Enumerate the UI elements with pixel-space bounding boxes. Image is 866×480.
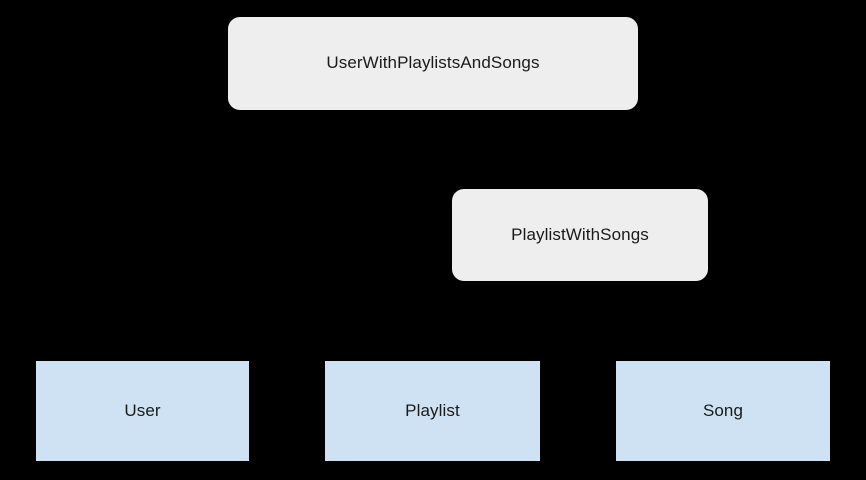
node-song[interactable]: Song	[616, 361, 830, 461]
node-label-playlist-with-songs: PlaylistWithSongs	[511, 224, 649, 244]
node-label-user-with-playlists-and-songs: UserWithPlaylistsAndSongs	[326, 53, 540, 73]
node-playlist[interactable]: Playlist	[325, 361, 540, 461]
node-playlist-with-songs[interactable]: PlaylistWithSongs	[452, 189, 708, 281]
node-label-song: Song	[702, 400, 744, 420]
node-user-with-playlists-and-songs[interactable]: UserWithPlaylistsAndSongs	[228, 17, 638, 110]
node-label-user: User	[124, 400, 161, 420]
node-label-playlist: Playlist	[405, 400, 460, 420]
node-user[interactable]: User	[36, 361, 249, 461]
